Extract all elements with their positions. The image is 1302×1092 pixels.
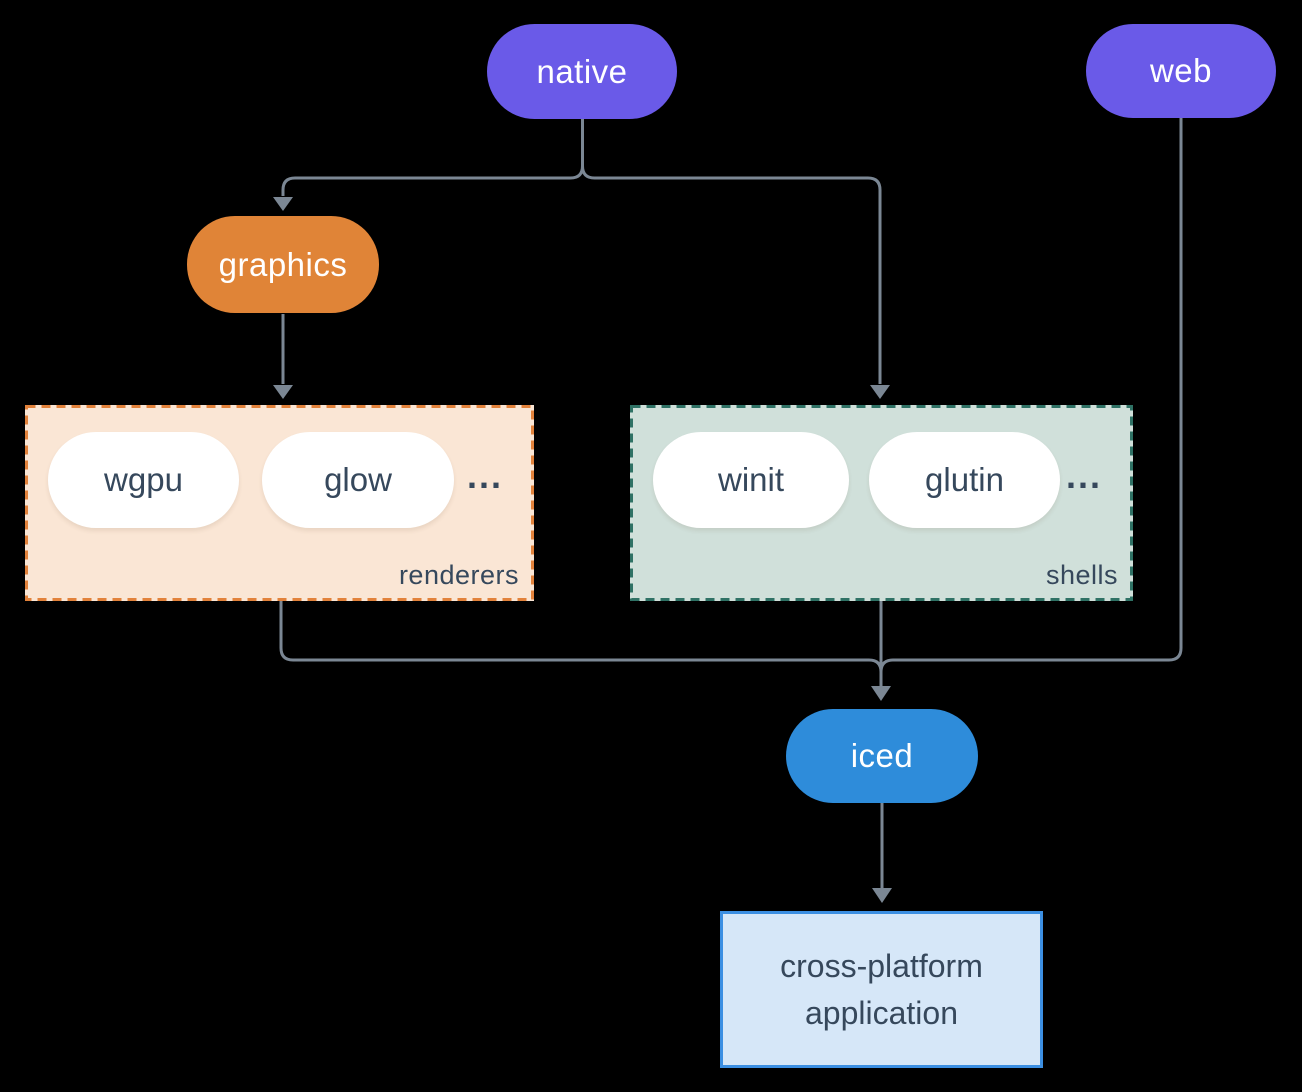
node-iced: iced <box>786 709 978 803</box>
edge-renderers-iced <box>279 601 883 675</box>
node-wgpu: wgpu <box>48 432 239 528</box>
arrowhead <box>872 888 892 903</box>
node-web-label: web <box>1149 52 1213 89</box>
node-glow: glow <box>262 432 454 528</box>
node-native-label: native <box>536 52 628 90</box>
arrowhead <box>273 197 293 211</box>
node-winit: winit <box>653 432 849 528</box>
node-iced-label: iced <box>850 737 914 774</box>
node-glutin: glutin <box>869 432 1060 528</box>
edge-native-shells <box>581 119 882 384</box>
arrowhead <box>871 686 891 701</box>
node-glow-label: glow <box>324 461 392 498</box>
node-graphics-label: graphics <box>218 245 348 283</box>
renderers-group-box: wgpu glow ... renderers <box>25 405 534 601</box>
node-glutin-label: glutin <box>925 461 1004 498</box>
shells-group-label: shells <box>1045 560 1118 590</box>
shells-group-box: winit glutin ... shells <box>630 405 1133 601</box>
shells-ellipsis: ... <box>1065 455 1102 496</box>
node-web: web <box>1086 24 1276 118</box>
edge-native-graphics <box>281 119 584 196</box>
node-native: native <box>487 24 677 119</box>
node-wgpu-label: wgpu <box>104 461 183 498</box>
node-graphics: graphics <box>187 216 379 313</box>
application-label: cross-platform application <box>780 947 983 1031</box>
renderers-group-label: renderers <box>398 560 519 590</box>
arrowhead <box>870 385 890 399</box>
node-winit-label: winit <box>717 461 785 498</box>
arrowhead <box>273 385 293 399</box>
node-cross-platform-application: cross-platform application <box>720 911 1043 1068</box>
renderers-ellipsis: ... <box>466 455 503 496</box>
